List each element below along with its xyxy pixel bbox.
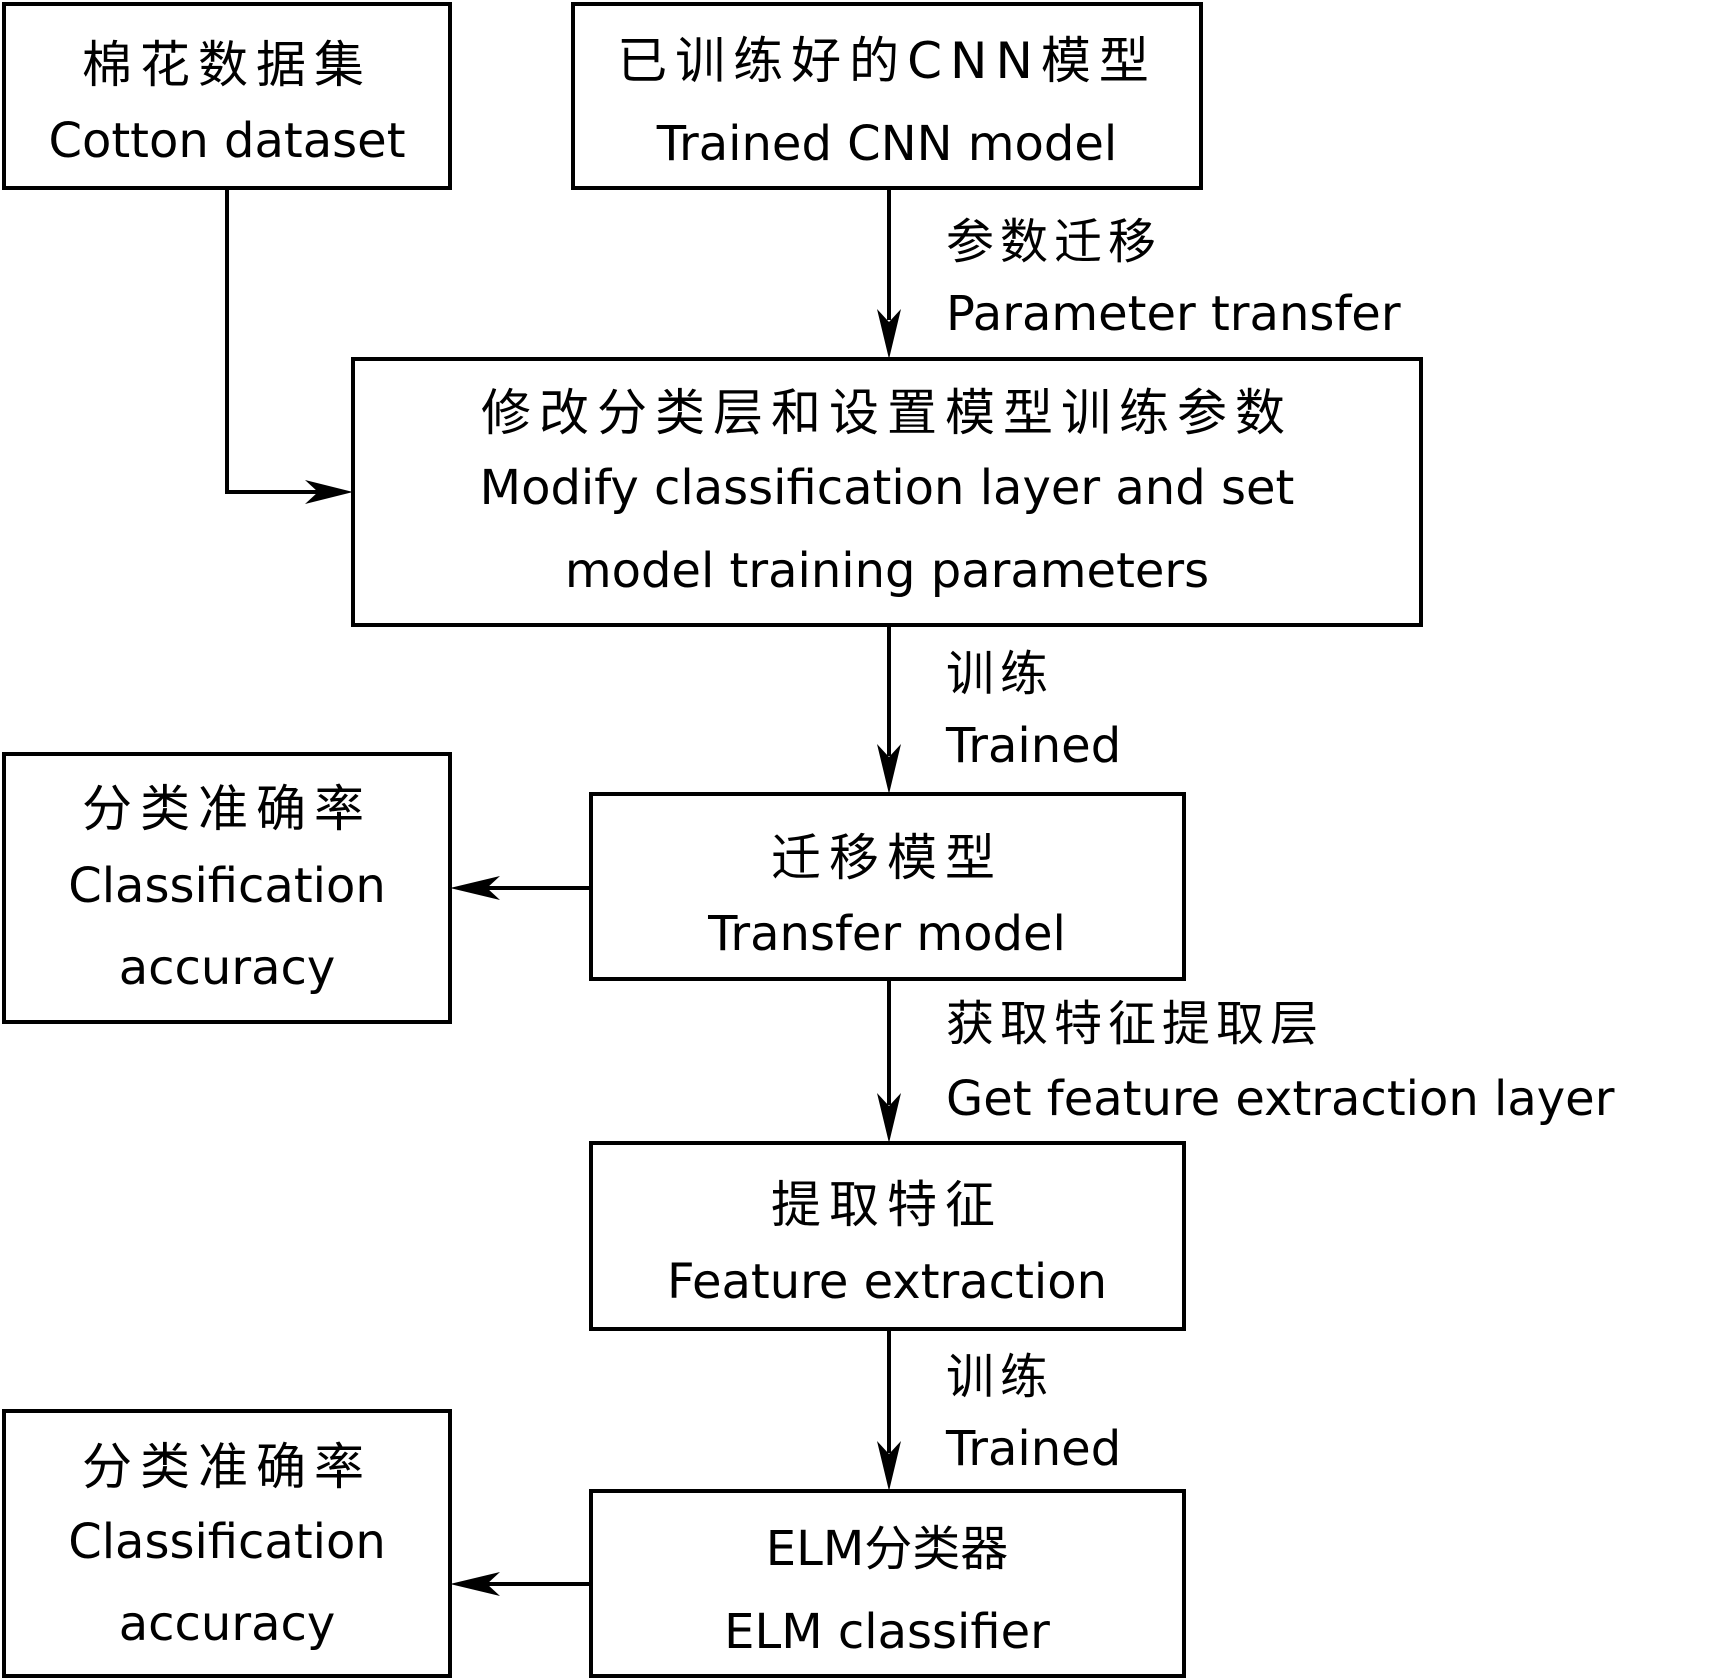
node-classification-accuracy-2: 分类准确率 Classification accuracy	[2, 1409, 452, 1678]
node-classification-accuracy-2-en-line1: Classification	[68, 1514, 386, 1570]
node-trained-cnn-model: 已训练好的CNN模型 Trained CNN model	[571, 2, 1203, 190]
node-cotton-dataset-en: Cotton dataset	[48, 113, 405, 169]
node-feature-extraction-border	[589, 1141, 1186, 1331]
node-classification-accuracy-1-en-line2: accuracy	[119, 940, 336, 996]
edge-modify-to-transfer	[877, 625, 901, 794]
node-transfer-model: 迁移模型 Transfer model	[589, 792, 1186, 981]
edge-transfer-to-feature-arrowhead	[877, 1093, 901, 1143]
edge-label-trained-1-zh: 训练	[946, 646, 1054, 702]
edge-label-parameter-transfer-zh: 参数迁移	[946, 214, 1162, 270]
node-classification-accuracy-1-zh: 分类准确率	[82, 780, 372, 838]
node-transfer-model-zh: 迁移模型	[771, 829, 1003, 887]
edge-elm-to-accuracy-2	[450, 1572, 591, 1596]
node-cotton-dataset: 棉花数据集 Cotton dataset	[2, 2, 452, 190]
edge-label-get-feature-layer-en: Get feature extraction layer	[946, 1071, 1615, 1127]
edge-cnn-to-modify	[877, 188, 901, 359]
edge-label-trained-1-en: Trained	[945, 718, 1121, 774]
node-transfer-model-en: Transfer model	[707, 906, 1066, 962]
node-cotton-dataset-border	[2, 2, 452, 190]
edge-label-trained-2-en: Trained	[945, 1421, 1121, 1477]
node-trained-cnn-model-en: Trained CNN model	[656, 116, 1117, 172]
node-feature-extraction: 提取特征 Feature extraction	[589, 1141, 1186, 1331]
edge-label-trained-2-zh: 训练	[946, 1349, 1054, 1405]
edge-cotton-to-modify-arrowhead	[305, 480, 353, 504]
edge-label-parameter-transfer-en: Parameter transfer	[946, 286, 1401, 342]
edge-label-get-feature-layer-zh: 获取特征提取层	[946, 996, 1324, 1052]
node-trained-cnn-model-zh: 已训练好的CNN模型	[617, 32, 1157, 90]
node-classification-accuracy-2-border	[2, 1409, 452, 1678]
node-elm-classifier-zh: ELM分类器	[766, 1521, 1009, 1577]
edge-feature-to-elm	[877, 1329, 901, 1491]
node-feature-extraction-zh: 提取特征	[771, 1176, 1003, 1234]
node-feature-extraction-en: Feature extraction	[667, 1254, 1107, 1310]
edge-modify-to-transfer-arrowhead	[877, 744, 901, 794]
node-modify-classification-layer: 修改分类层和设置模型训练参数 Modify classification lay…	[351, 357, 1423, 627]
node-modify-classification-layer-zh: 修改分类层和设置模型训练参数	[481, 384, 1293, 442]
edge-transfer-to-feature	[877, 979, 901, 1143]
node-classification-accuracy-2-zh: 分类准确率	[82, 1438, 372, 1496]
node-classification-accuracy-2-en-line2: accuracy	[119, 1596, 336, 1652]
node-elm-classifier: ELM分类器 ELM classifier	[589, 1489, 1186, 1678]
node-cotton-dataset-zh: 棉花数据集	[82, 36, 372, 94]
edge-cotton-to-modify	[225, 188, 353, 504]
edge-elm-to-accuracy-2-arrowhead	[450, 1572, 500, 1596]
edge-cnn-to-modify-arrowhead	[877, 309, 901, 359]
node-modify-classification-layer-en-line2: model training parameters	[565, 543, 1209, 599]
node-classification-accuracy-1-border	[2, 752, 452, 1024]
edge-transfer-to-accuracy-1	[450, 876, 591, 900]
edge-transfer-to-accuracy-1-arrowhead	[450, 876, 500, 900]
node-modify-classification-layer-border	[351, 357, 1423, 627]
node-classification-accuracy-1-en-line1: Classification	[68, 858, 386, 914]
edge-cotton-to-modify-line	[225, 188, 318, 494]
node-modify-classification-layer-en-line1: Modify classification layer and set	[480, 460, 1295, 516]
node-classification-accuracy-1: 分类准确率 Classification accuracy	[2, 752, 452, 1024]
edge-feature-to-elm-arrowhead	[877, 1441, 901, 1491]
node-elm-classifier-en: ELM classifier	[724, 1604, 1050, 1660]
node-trained-cnn-model-border	[571, 2, 1203, 190]
